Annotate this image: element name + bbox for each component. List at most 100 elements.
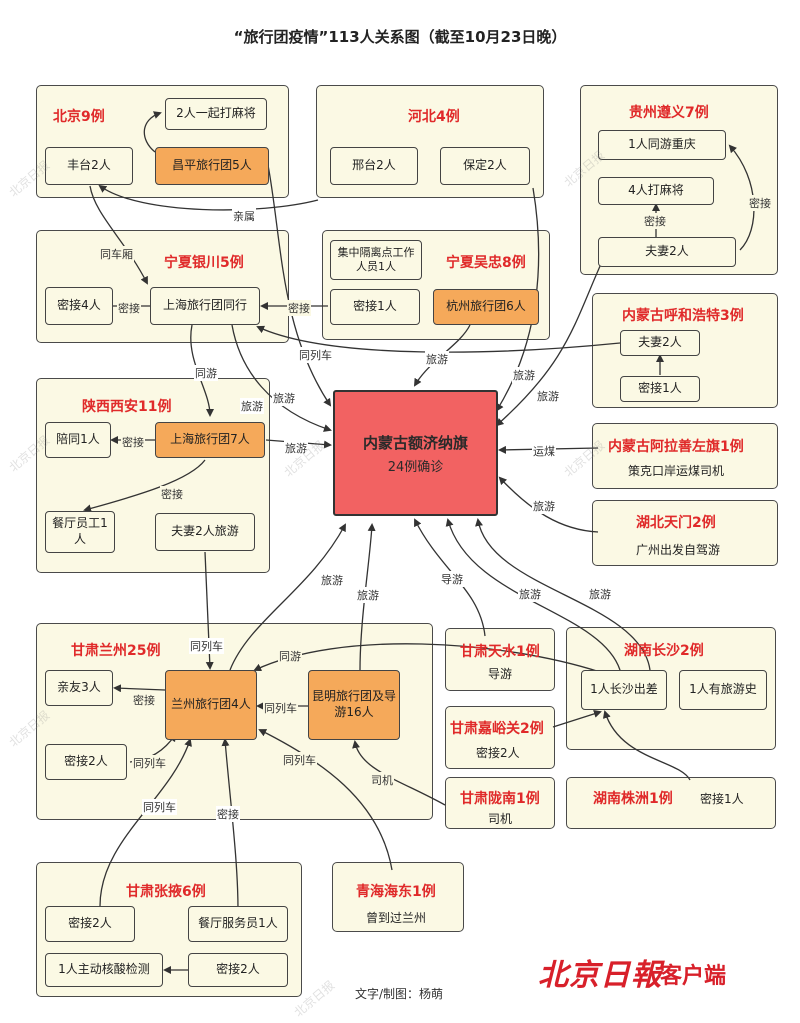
edge-label-driver: 司机: [370, 772, 394, 788]
edge-label-travel-tianmen: 旅游: [532, 498, 556, 514]
title-hebei: 河北4例: [408, 109, 460, 125]
edge-label-same-train-hohhot: 同列车: [298, 347, 333, 363]
node-hohhot-contact: 密接1人: [620, 376, 700, 402]
edge-guizhou-central: [495, 254, 606, 427]
text-jiayuguan-desc: 密接2人: [476, 746, 520, 760]
edge-label-travel-xian: 旅游: [284, 440, 308, 456]
node-hebei-xingtai: 邢台2人: [330, 147, 418, 185]
title-beijing: 北京9例: [53, 109, 105, 125]
edge-label-same-train-lz: 同列车: [132, 755, 167, 771]
edge-label-same-train-kunming: 同列车: [263, 700, 298, 716]
node-lanzhou-kunming: 昆明旅行团及导游16人: [308, 670, 400, 740]
edge-label-same-trip-lz: 同游: [278, 648, 302, 664]
node-xian-companion: 陪同1人: [45, 422, 111, 458]
edge-xingtai-fengtai: [98, 184, 319, 211]
edge-changsha2-central: [475, 518, 651, 671]
edge-zhuzhou-changsha: [602, 710, 691, 781]
page-title: “旅行团疫情”113人关系图（截至10月23日晚）: [233, 28, 567, 46]
edge-label-relative: 亲属: [232, 208, 256, 224]
node-guizhou-couple: 夫妻2人: [598, 237, 736, 267]
text-haidong-desc: 曾到过兰州: [366, 911, 427, 925]
title-hohhot: 内蒙古呼和浩特3例: [622, 308, 744, 324]
edge-zhangye-contact-lzgroup: [99, 738, 192, 907]
edge-label-contact-xian-staff: 密接: [160, 486, 184, 502]
region-longnan: [445, 777, 555, 829]
title-lanzhou: 甘肃兰州25例: [71, 643, 161, 659]
title-tianshui: 甘肃天水1例: [460, 644, 540, 660]
edge-hohhot-yinchuan: [256, 325, 621, 353]
edge-changping-central: [267, 164, 332, 407]
edge-label-contact-lz: 密接: [132, 692, 156, 708]
edge-label-coal: 运煤: [532, 443, 556, 459]
edge-shanghai-central: [231, 324, 332, 432]
edge-fengtai-yinchuan: [89, 185, 148, 285]
beijing-daily-logo: 北京日報: [538, 958, 662, 993]
edge-longnan-kunming: [352, 740, 446, 806]
node-yinchuan-contact: 密接4人: [45, 287, 113, 325]
region-tianshui: [445, 628, 555, 691]
edge-xian-staff: [83, 459, 206, 513]
central-node-cases: 24例确诊: [387, 459, 444, 475]
node-zhangye-waiter: 餐厅服务员1人: [188, 906, 288, 942]
edge-label-travel-guizhou: 旅游: [536, 388, 560, 404]
node-changsha-trip: 1人长沙出差: [581, 670, 667, 710]
node-xian-couple: 夫妻2人旅游: [155, 513, 255, 551]
edge-label-contact-yinchuan: 密接: [117, 300, 141, 316]
edge-changping-mahjong: [143, 111, 162, 153]
title-changsha: 湖南长沙2例: [624, 643, 704, 659]
title-zhuzhou: 湖南株洲1例: [593, 791, 673, 807]
node-wuzhong-isolation: 集中隔离点工作人员1人: [330, 240, 422, 280]
title-haidong: 青海海东1例: [356, 884, 436, 900]
edge-label-travel-changping: 旅游: [272, 390, 296, 406]
node-lanzhou-contact: 密接2人: [45, 744, 127, 780]
node-guizhou-chongqing: 1人同游重庆: [598, 130, 726, 160]
title-jiayuguan: 甘肃嘉峪关2例: [450, 721, 544, 737]
region-tianmen: [592, 500, 778, 566]
node-beijing-fengtai: 丰台2人: [45, 147, 133, 185]
edge-jiayuguan-changsha: [552, 710, 602, 728]
node-beijing-changping: 昌平旅行团5人: [155, 147, 269, 185]
edge-label-contact-xian: 密接: [121, 434, 145, 450]
text-tianshui-desc: 导游: [488, 667, 513, 681]
node-zhangye-contact2: 密接2人: [188, 953, 288, 987]
edge-changsha-lzgroup: [253, 643, 601, 673]
edge-label-travel-kunming: 旅游: [356, 587, 380, 603]
edge-label-travel-changsha2: 旅游: [588, 586, 612, 602]
node-xian-shanghai: 上海旅行团7人: [155, 422, 265, 458]
text-zhuzhou-desc: 密接1人: [700, 792, 744, 806]
node-lanzhou-relatives: 亲友3人: [45, 670, 113, 706]
node-beijing-mahjong: 2人一起打麻将: [165, 98, 267, 130]
region-jiayuguan: [445, 706, 555, 769]
title-xian: 陕西西安11例: [82, 399, 172, 415]
title-wuzhong: 宁夏吴忠8例: [446, 255, 526, 271]
edge-label-same-trip-xian: 同游: [194, 365, 218, 381]
logo-suffix: 客户端: [660, 964, 727, 989]
edge-label-travel-lz: 旅游: [320, 572, 344, 588]
edge-lzgroup-central: [229, 523, 346, 671]
edge-label-same-car: 同车厢: [99, 246, 134, 262]
node-zhangye-nat: 1人主动核酸检测: [45, 953, 163, 987]
edge-label-travel-changsha: 旅游: [518, 586, 542, 602]
credit-text: 文字/制图：杨萌: [355, 987, 444, 1001]
text-alxa-desc: 策克口岸运煤司机: [628, 464, 725, 478]
title-zhangye: 甘肃张掖6例: [126, 884, 206, 900]
text-tianmen-desc: 广州出发自驾游: [636, 543, 721, 557]
title-tianmen: 湖北天门2例: [636, 515, 716, 531]
region-zhuzhou: [566, 777, 776, 829]
node-hohhot-couple: 夫妻2人: [620, 330, 700, 356]
edge-lzgroup-relatives: [113, 684, 166, 693]
central-node-name: 内蒙古额济纳旗: [362, 433, 468, 452]
edge-label-contact-wuzhong: 密接: [287, 300, 311, 316]
edge-haidong-lzgroup: [258, 729, 393, 871]
text-longnan-desc: 司机: [488, 812, 513, 826]
central-node-ejina: 内蒙古额济纳旗 24例确诊: [333, 390, 498, 516]
edge-label-contact-guizhou2: 密接: [748, 195, 772, 211]
edge-label-same-train-xian: 同列车: [189, 638, 224, 654]
edge-label-travel-hebei: 旅游: [512, 367, 536, 383]
title-yinchuan: 宁夏银川5例: [164, 255, 244, 271]
title-alxa: 内蒙古阿拉善左旗1例: [608, 439, 744, 455]
title-longnan: 甘肃陇南1例: [460, 791, 540, 807]
node-zhangye-contact: 密接2人: [45, 906, 135, 942]
edge-label-same-train-haidong: 同列车: [282, 752, 317, 768]
region-alxa: [592, 423, 778, 489]
